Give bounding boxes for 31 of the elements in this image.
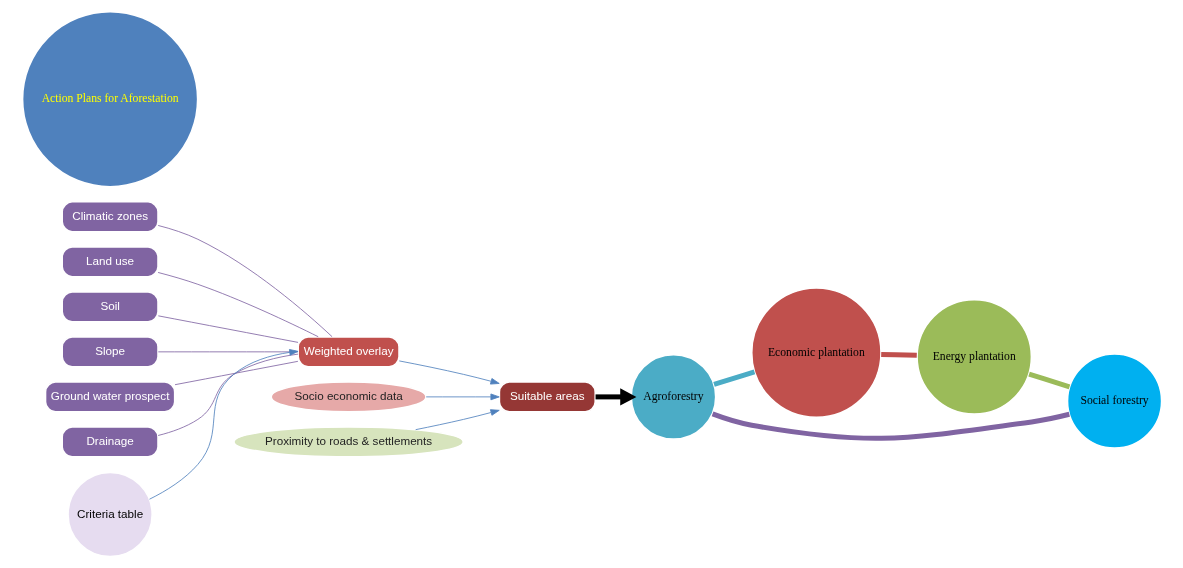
- node-ellipse: Socio economic data: [269, 381, 427, 413]
- arrow: [595, 388, 636, 406]
- node-circle: Energy plantation: [915, 298, 1032, 415]
- node-circle: Social forestry: [1066, 353, 1162, 449]
- connector: [157, 353, 299, 436]
- node-box: Climatic zones: [60, 200, 159, 233]
- node-circle: Action Plans for Aforestation: [21, 10, 198, 188]
- node-box: Slope: [60, 336, 159, 368]
- arrow: [148, 349, 298, 500]
- node-box: Drainage: [60, 426, 159, 458]
- connector: [157, 351, 298, 353]
- connector: [711, 411, 1070, 441]
- node-circle: Economic plantation: [750, 287, 882, 419]
- arrow: [398, 360, 500, 385]
- connector: [157, 272, 319, 338]
- node-ellipse: Proximity to roads & settlements: [232, 426, 464, 458]
- connector: [157, 315, 298, 343]
- node-box: Land use: [60, 245, 159, 278]
- connector: [880, 351, 917, 358]
- connector: [1027, 371, 1070, 390]
- node-box: Ground water prospect: [44, 381, 176, 413]
- arrow: [414, 409, 500, 431]
- node-box: Soil: [60, 291, 159, 323]
- node-box: Weighted overlay: [296, 336, 400, 368]
- arrow: [425, 393, 500, 401]
- node-box: Suitable areas: [498, 381, 596, 413]
- node-circle: Agroforestry: [629, 353, 717, 440]
- connector: [174, 360, 298, 386]
- connector: [157, 225, 333, 338]
- node-circle: Criteria table: [66, 471, 153, 558]
- connector: [712, 369, 755, 387]
